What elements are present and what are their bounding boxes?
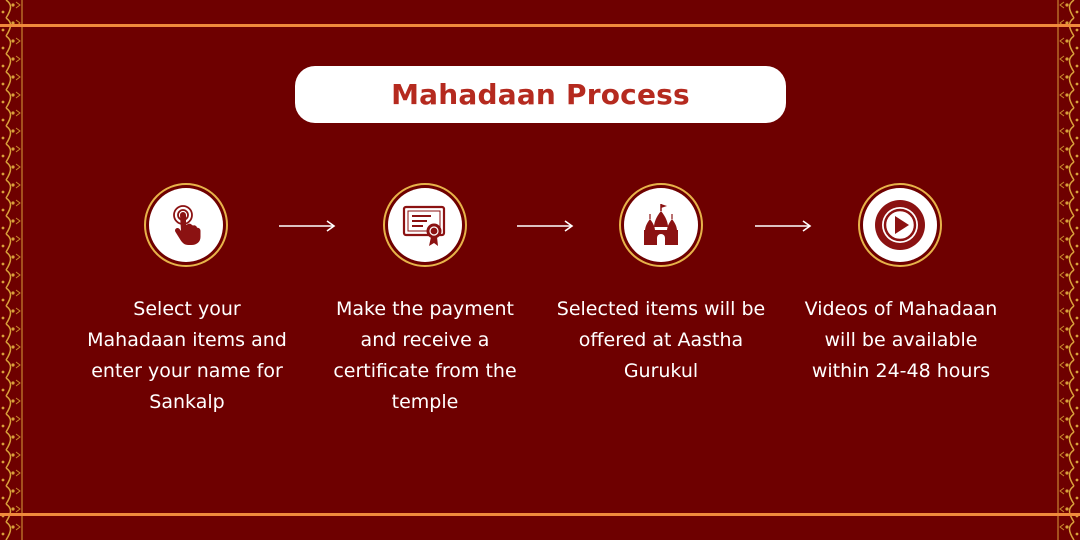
title-pill: Mahadaan Process xyxy=(295,66,786,123)
step-1-icon-circle xyxy=(144,183,228,267)
right-decorative-border xyxy=(1052,0,1080,540)
step-3-text: Selected items will be offered at Aastha… xyxy=(556,298,766,382)
hand-tap-icon xyxy=(173,205,201,245)
left-decorative-border xyxy=(0,0,28,540)
step-4-icon-circle xyxy=(858,183,942,267)
temple-icon xyxy=(644,204,678,245)
top-divider-line xyxy=(0,24,1080,27)
arrow-right-icon xyxy=(279,220,336,232)
step-2-icon-circle xyxy=(383,183,467,267)
bottom-divider-line xyxy=(0,513,1080,516)
video-play-icon xyxy=(875,200,925,250)
step-2-text: Make the payment and receive a certifica… xyxy=(333,298,517,413)
step-4-text: Videos of Mahadaan will be available wit… xyxy=(804,298,998,382)
arrow-right-icon xyxy=(517,220,574,232)
step-3-icon-circle xyxy=(619,183,703,267)
certificate-icon xyxy=(402,205,446,246)
arrow-right-icon xyxy=(755,220,812,232)
page-title: Mahadaan Process xyxy=(391,78,690,111)
step-1-text: Select your Mahadaan items and enter you… xyxy=(87,298,287,413)
